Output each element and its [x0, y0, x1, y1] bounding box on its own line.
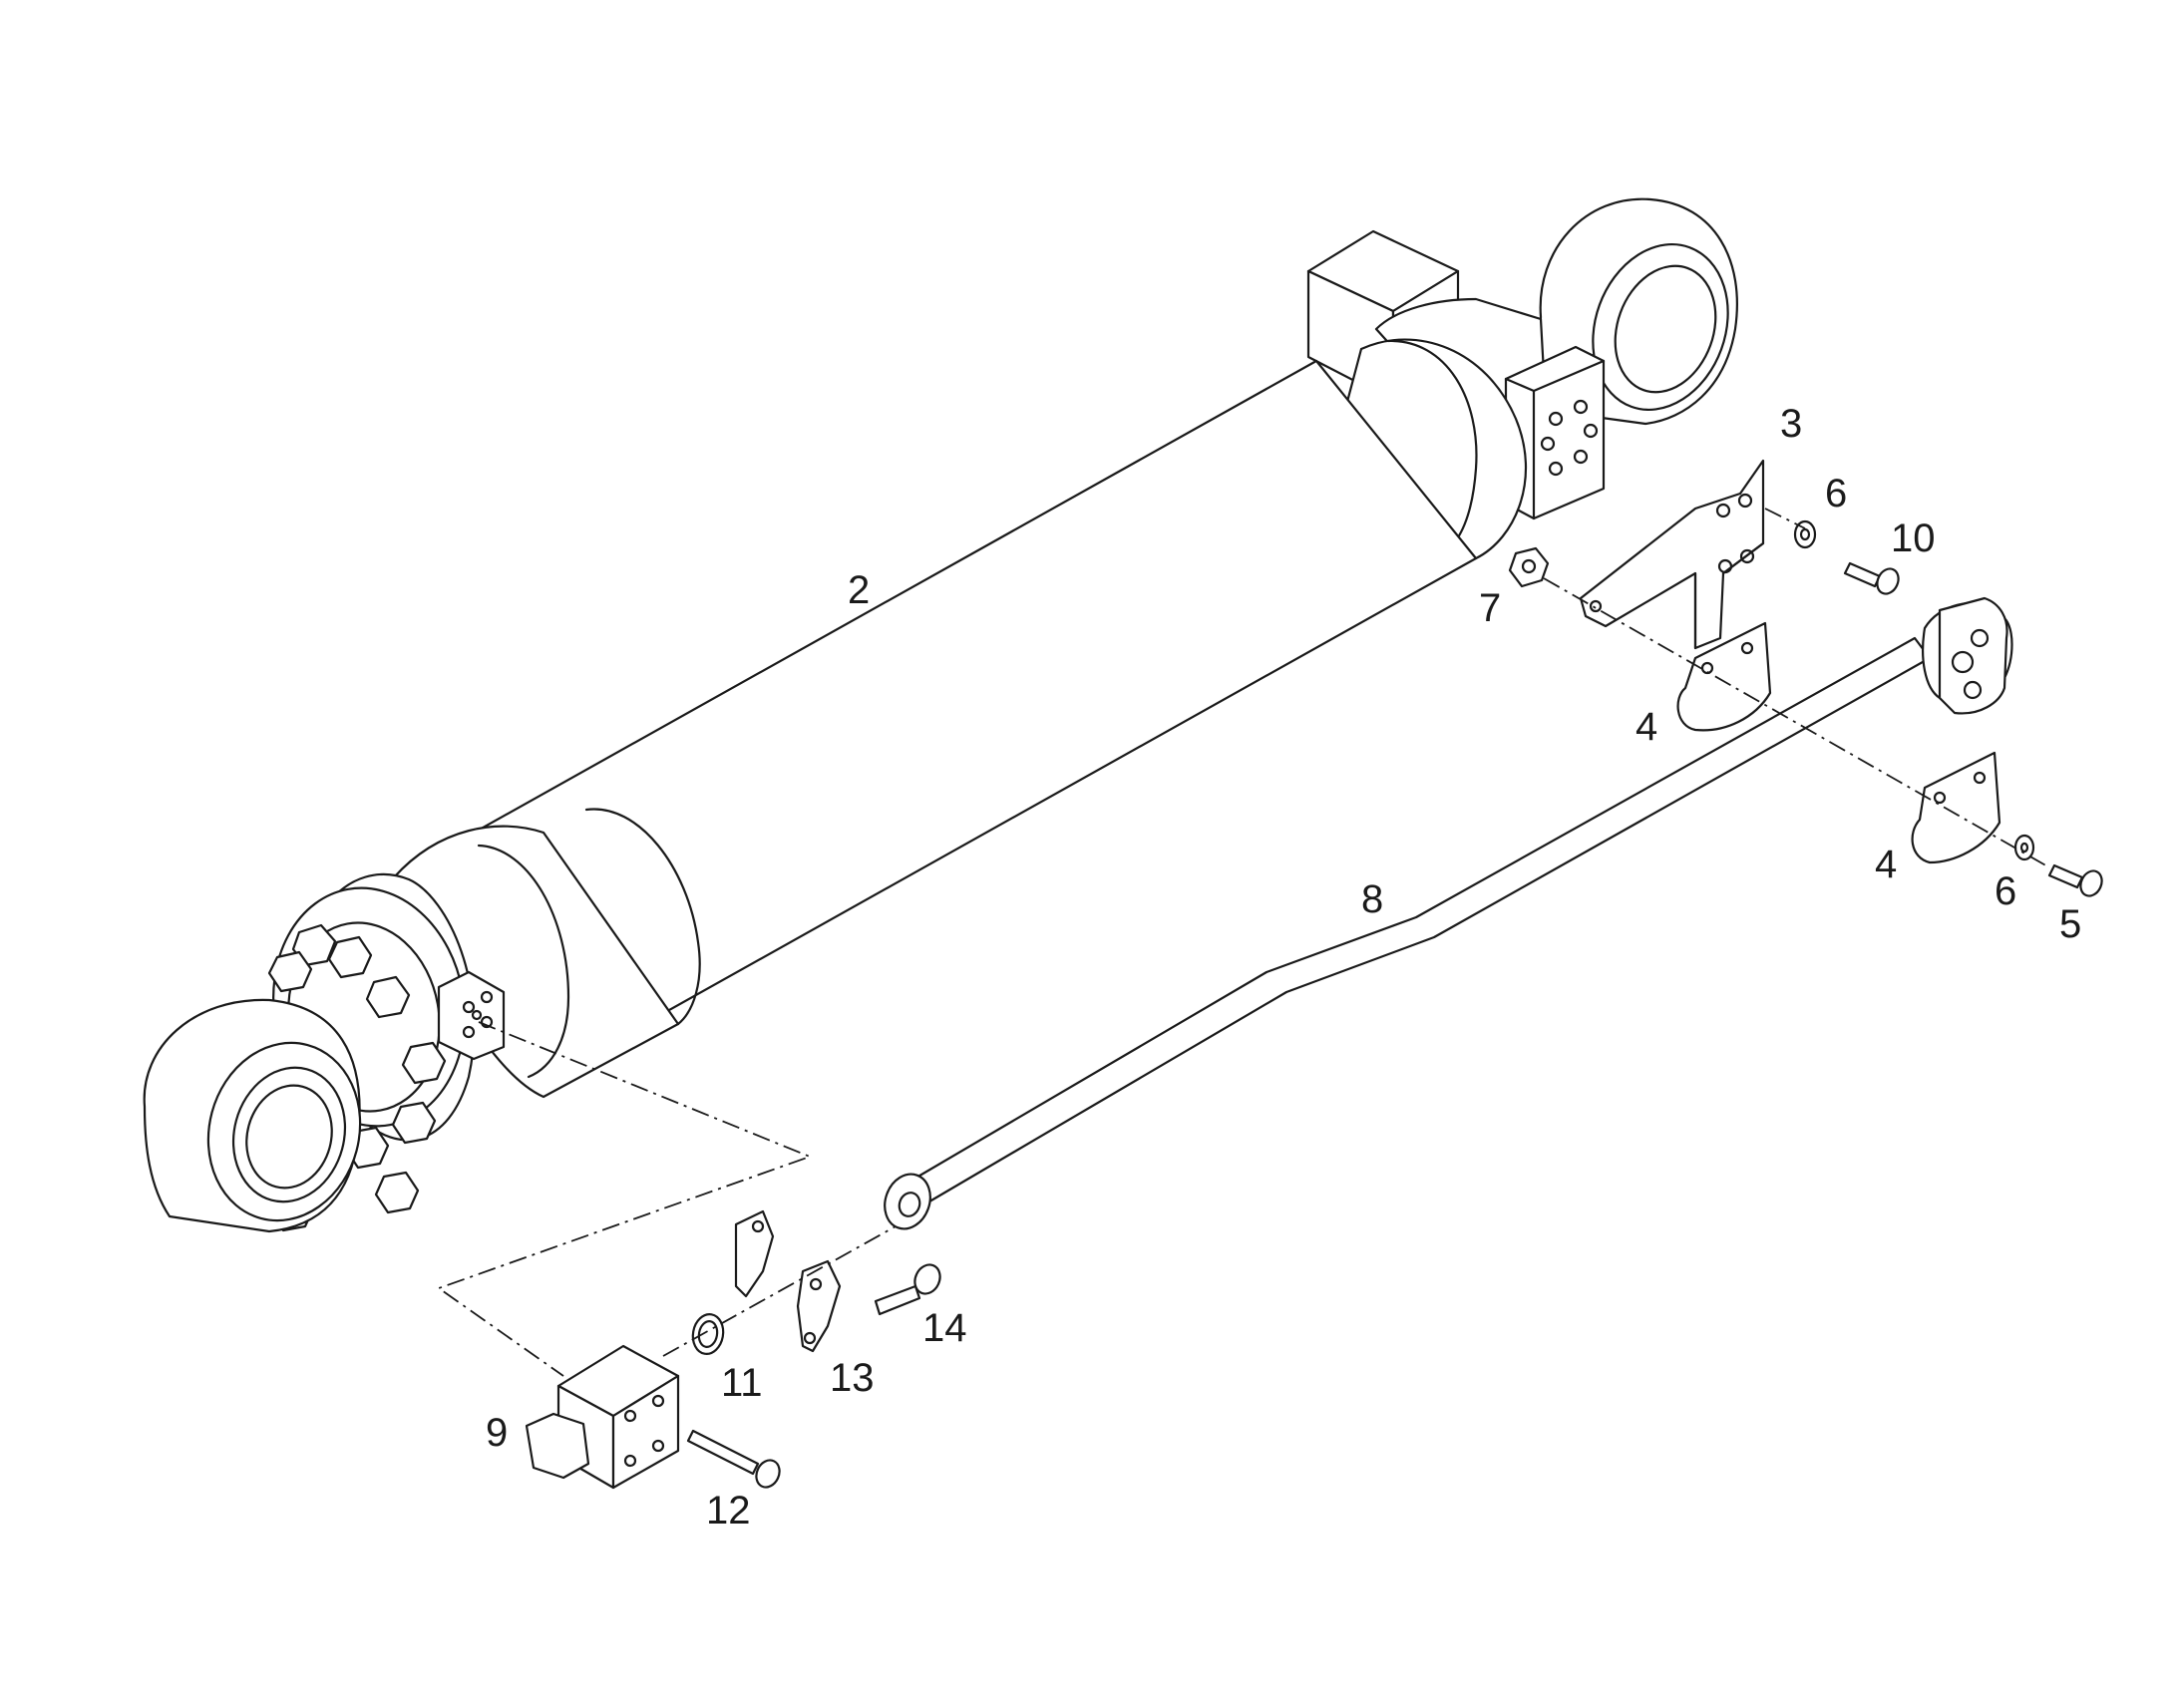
- callout-8: 8: [1361, 877, 1383, 921]
- flange-half-upper[interactable]: [734, 1209, 775, 1298]
- callout-3: 3: [1780, 402, 1802, 446]
- callout-6-lower: 6: [1995, 869, 2016, 913]
- callout-4-upper: 4: [1635, 705, 1657, 749]
- bolt-part-5[interactable]: [2047, 863, 2106, 899]
- flange-half-part-13[interactable]: [796, 1259, 842, 1353]
- callout-5: 5: [2059, 902, 2081, 946]
- valve-block-part-9[interactable]: [525, 1344, 680, 1490]
- washer-part-6-upper[interactable]: [1793, 519, 1817, 549]
- callout-12: 12: [706, 1489, 751, 1533]
- callout-9: 9: [486, 1411, 508, 1455]
- callout-7: 7: [1479, 586, 1501, 630]
- clamp-part-4-upper[interactable]: [1676, 621, 1772, 732]
- hydraulic-tube[interactable]: [878, 596, 2013, 1235]
- bolt-part-10[interactable]: [1843, 561, 1903, 597]
- callout-2: 2: [848, 568, 870, 612]
- callout-6-upper: 6: [1825, 472, 1847, 515]
- nut-part-7[interactable]: [1508, 546, 1550, 588]
- callout-11: 11: [721, 1361, 763, 1405]
- hydraulic-cylinder[interactable]: [143, 197, 1750, 1238]
- callout-4-lower: 4: [1875, 843, 1897, 886]
- o-ring-part-11[interactable]: [690, 1312, 726, 1357]
- callout-14: 14: [922, 1306, 967, 1350]
- bolt-part-14[interactable]: [874, 1260, 944, 1316]
- callout-13: 13: [830, 1356, 875, 1400]
- leader-lines: [437, 508, 2050, 1377]
- callout-labels: 2 3 4 4 5 6 6 7 8 9 10 11 12 13 14: [486, 402, 2081, 1533]
- callout-10: 10: [1891, 516, 1936, 560]
- bolt-part-12[interactable]: [686, 1429, 784, 1491]
- bracket-part-3[interactable]: [1579, 459, 1765, 650]
- clamp-part-4-lower[interactable]: [1911, 751, 2001, 864]
